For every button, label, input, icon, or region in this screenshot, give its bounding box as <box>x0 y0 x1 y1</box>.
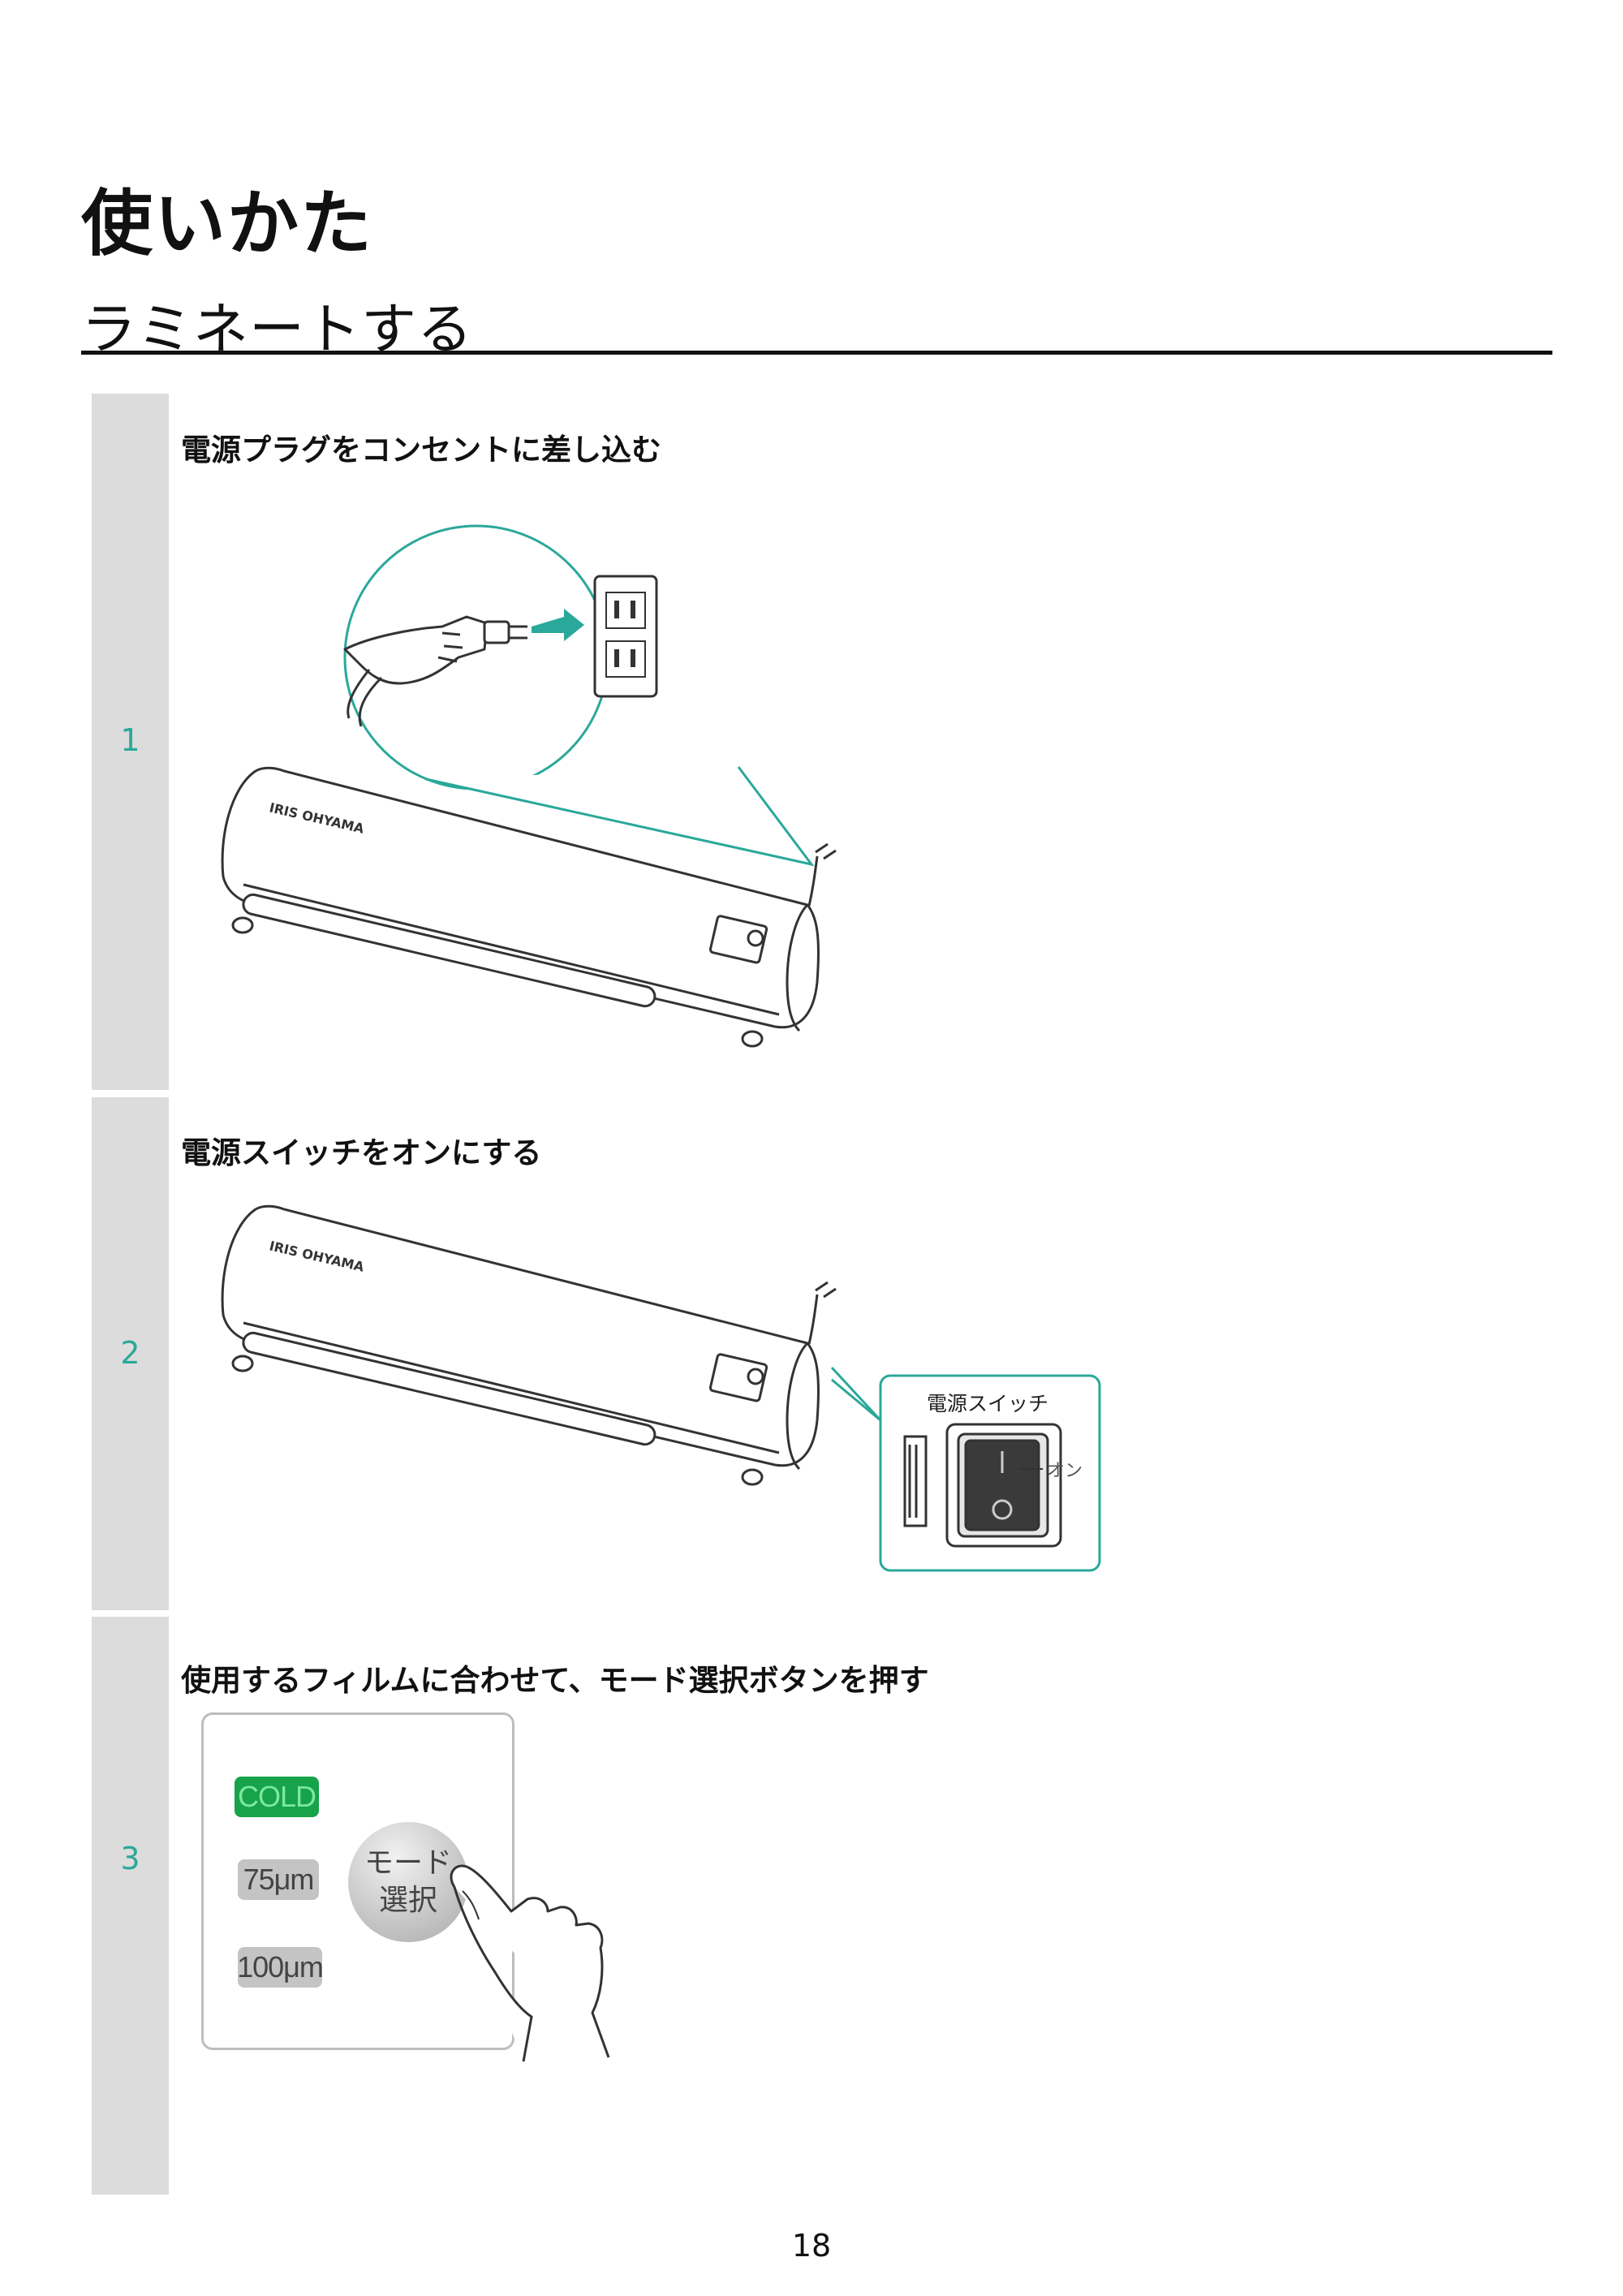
step-text-1: 電源プラグをコンセントに差し込む <box>181 433 661 467</box>
laminator-switch-figure: IRIS OHYAMA 電源スイッチ オン <box>221 1204 1101 1572</box>
page-title: 使いかた <box>81 182 374 265</box>
step-text-3: 使用するフィルムに合わせて、モード選択ボタンを押す <box>181 1663 929 1698</box>
switch-callout-title: 電源スイッチ <box>927 1392 1048 1415</box>
mode-button-line1: モード <box>364 1846 452 1880</box>
mode-indicator-75um: 75μm <box>238 1859 319 1900</box>
pressing-hand-icon <box>450 1864 610 2062</box>
laminator-body-icon <box>221 1204 837 1486</box>
step-number-3: 3 <box>120 1841 140 1876</box>
wall-outlet-icon <box>593 575 658 698</box>
step-bar-1 <box>92 394 169 1090</box>
mode-indicator-100um: 100μm <box>237 1947 324 1988</box>
mode-select-button[interactable]: モード 選択 <box>348 1822 468 1942</box>
mode-panel: COLD 75μm 100μm モード 選択 <box>201 1712 514 2050</box>
step-text-2: 電源スイッチをオンにする <box>181 1135 542 1170</box>
insert-arrow-icon <box>532 609 584 641</box>
laminator-body-icon <box>221 766 837 1048</box>
section-rule <box>81 351 1552 355</box>
hand-plug-icon <box>343 615 527 727</box>
step-bar-2 <box>92 1097 169 1610</box>
laminator-plug-figure: IRIS OHYAMA <box>221 524 837 1048</box>
mode-indicator-cold: COLD <box>235 1777 319 1817</box>
step-number-1: 1 <box>120 722 140 758</box>
mode-button-line2: 選択 <box>378 1884 437 1917</box>
step-number-2: 2 <box>120 1335 140 1371</box>
switch-on-label: オン <box>1047 1461 1083 1481</box>
power-switch-icon <box>903 1423 1062 1548</box>
page-number: 18 <box>791 2228 832 2264</box>
step-bar-3 <box>92 1617 169 2195</box>
